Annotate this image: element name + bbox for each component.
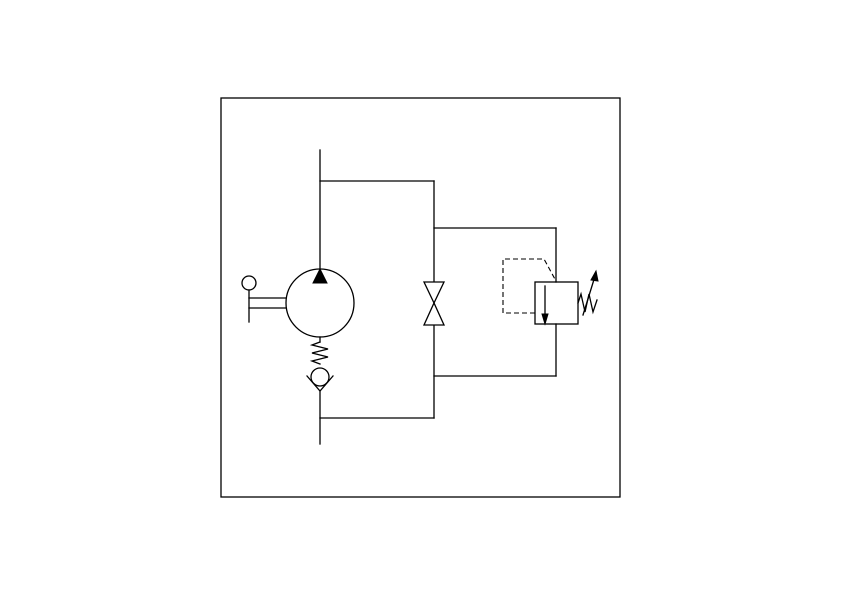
return-line	[319, 390, 435, 445]
spring-loaded-check-valve-icon	[306, 336, 334, 392]
pilot-line	[502, 258, 557, 314]
gate-valve-icon	[422, 281, 446, 326]
diagram-frame	[220, 97, 621, 498]
adjustable-pressure-relief-valve-icon	[534, 269, 599, 326]
hydraulic-pump-icon	[285, 267, 355, 338]
manual-lever-icon	[241, 275, 287, 323]
pump-supply-line	[319, 149, 435, 272]
relief-branch-line	[433, 227, 557, 377]
